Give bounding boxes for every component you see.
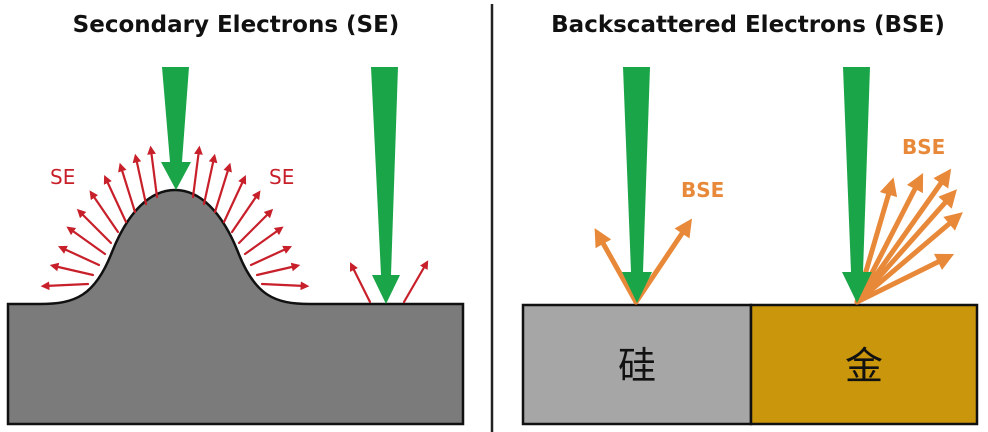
green-beam-arrow-icon bbox=[622, 67, 652, 303]
se-arrow-icon bbox=[213, 162, 232, 214]
se-label-left: SE bbox=[50, 165, 75, 189]
green-beam-arrow-icon bbox=[371, 67, 400, 304]
se-arrow-icon bbox=[49, 262, 95, 277]
se-arrow-icon bbox=[202, 153, 218, 206]
orange-arrow-icon bbox=[854, 212, 963, 305]
orange-arrow-icon bbox=[854, 172, 924, 305]
se-arrow-icon bbox=[230, 190, 261, 234]
se-arrow-icon bbox=[132, 153, 148, 206]
se-arrow-icon bbox=[243, 226, 284, 256]
bse-label-2: BSE bbox=[902, 135, 945, 159]
se-arrow-icon bbox=[147, 145, 159, 199]
orange-arrow-icon bbox=[854, 253, 955, 305]
orange-arrow-icon bbox=[854, 168, 952, 305]
bse-arrow-group bbox=[594, 168, 963, 305]
orange-arrow-icon bbox=[633, 218, 693, 305]
se-arrow-icon bbox=[402, 260, 429, 304]
green-beam-arrow-icon bbox=[161, 67, 191, 190]
se-arrow-icon bbox=[103, 175, 128, 224]
bse-label-1: BSE bbox=[681, 178, 724, 202]
gold-block bbox=[749, 303, 979, 426]
se-label-right: SE bbox=[269, 165, 294, 189]
se-arrow-icon bbox=[255, 262, 301, 277]
se-arrow-icon bbox=[118, 162, 137, 214]
se-arrow-icon bbox=[66, 226, 107, 256]
se-arrow-group bbox=[40, 145, 429, 304]
se-arrow-icon bbox=[237, 208, 274, 245]
se-arrow-icon bbox=[222, 175, 247, 224]
se-arrow-icon bbox=[350, 262, 372, 304]
gold-label: 金 bbox=[845, 344, 883, 388]
se-arrow-icon bbox=[76, 208, 113, 245]
se-arrow-icon bbox=[260, 281, 310, 291]
se-arrow-icon bbox=[40, 281, 90, 291]
se-arrow-icon bbox=[191, 145, 203, 199]
se-arrow-icon bbox=[89, 190, 120, 234]
se-arrow-icon bbox=[249, 245, 292, 267]
orange-arrow-icon bbox=[594, 228, 639, 305]
orange-arrow-icon bbox=[854, 189, 957, 305]
silicon-label: 硅 bbox=[618, 344, 656, 388]
left-panel-title: Secondary Electrons (SE) bbox=[73, 12, 400, 38]
right-panel-title: Backscattered Electrons (BSE) bbox=[551, 12, 945, 38]
green-beam-arrow-icon bbox=[842, 67, 872, 303]
se-arrow-icon bbox=[58, 245, 101, 267]
sample-surface bbox=[6, 188, 465, 426]
